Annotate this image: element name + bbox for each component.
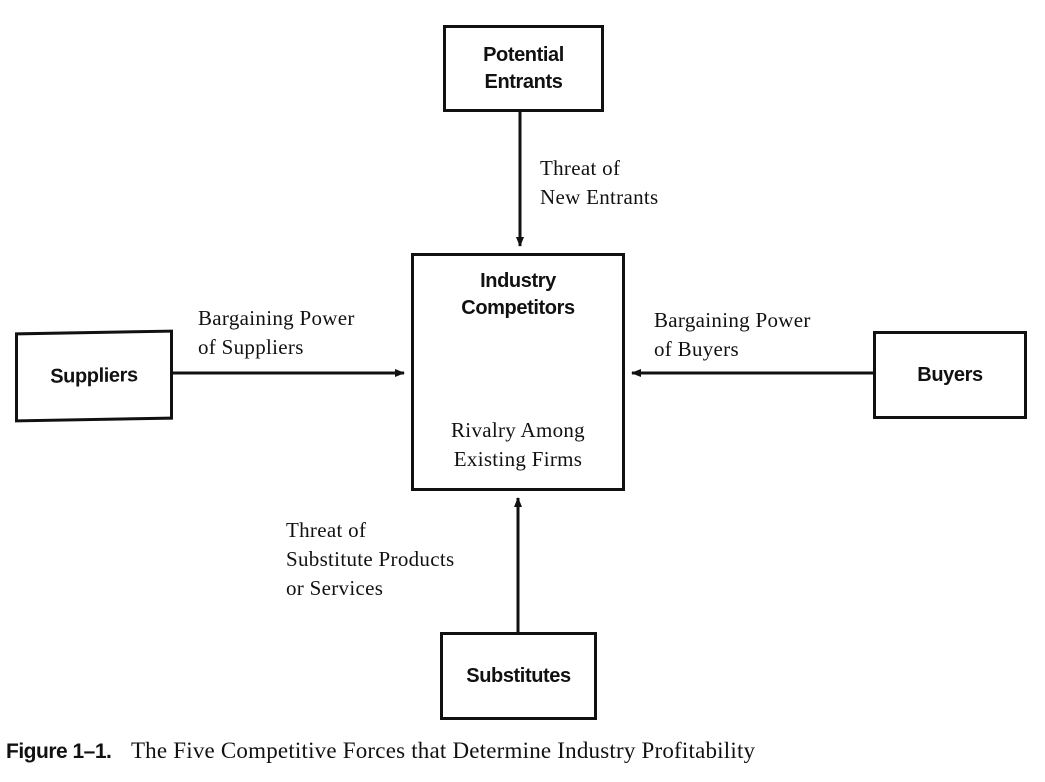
node-potential-entrants: Potential Entrants: [443, 25, 604, 112]
node-industry-competitors-label-1: Industry: [480, 270, 556, 292]
rivalry-label-2: Existing Firms: [453, 447, 583, 471]
node-buyers-label: Buyers: [917, 363, 983, 386]
label-bargaining-power-suppliers-1: Bargaining Power: [198, 306, 355, 330]
node-potential-entrants-label-1: Potential: [483, 43, 564, 66]
label-bargaining-power-buyers-2: of Buyers: [654, 337, 739, 361]
label-bargaining-power-buyers-1: Bargaining Power: [654, 308, 811, 332]
node-substitutes: Substitutes: [440, 632, 597, 720]
node-potential-entrants-label-2: Entrants: [484, 70, 563, 93]
label-bargaining-power-suppliers-2: of Suppliers: [198, 335, 304, 359]
figure-caption: Figure 1–1. The Five Competitive Forces …: [6, 738, 755, 764]
node-industry-competitors: Industry Competitors Rivalry Among Exist…: [411, 253, 625, 491]
node-suppliers-label: Suppliers: [50, 363, 138, 388]
label-bargaining-power-suppliers: Bargaining Power of Suppliers: [198, 304, 355, 362]
node-buyers: Buyers: [873, 331, 1027, 419]
label-threat-new-entrants-1: Threat of: [540, 156, 621, 180]
label-threat-substitutes-3: or Services: [286, 576, 384, 600]
rivalry-label-1: Rivalry Among: [451, 418, 585, 442]
node-substitutes-label: Substitutes: [466, 664, 571, 687]
figure-number: Figure 1–1.: [6, 740, 112, 763]
label-bargaining-power-buyers: Bargaining Power of Buyers: [654, 306, 811, 364]
label-threat-substitutes-2: Substitute Products: [286, 547, 455, 571]
figure-caption-text: The Five Competitive Forces that Determi…: [130, 738, 756, 763]
label-threat-new-entrants: Threat of New Entrants: [540, 154, 659, 212]
label-threat-substitutes-1: Threat of: [286, 518, 367, 542]
node-suppliers: Suppliers: [15, 329, 173, 423]
label-threat-new-entrants-2: New Entrants: [540, 185, 659, 209]
label-threat-substitutes: Threat of Substitute Products or Service…: [286, 516, 454, 603]
node-industry-competitors-label-2: Competitors: [461, 297, 575, 319]
